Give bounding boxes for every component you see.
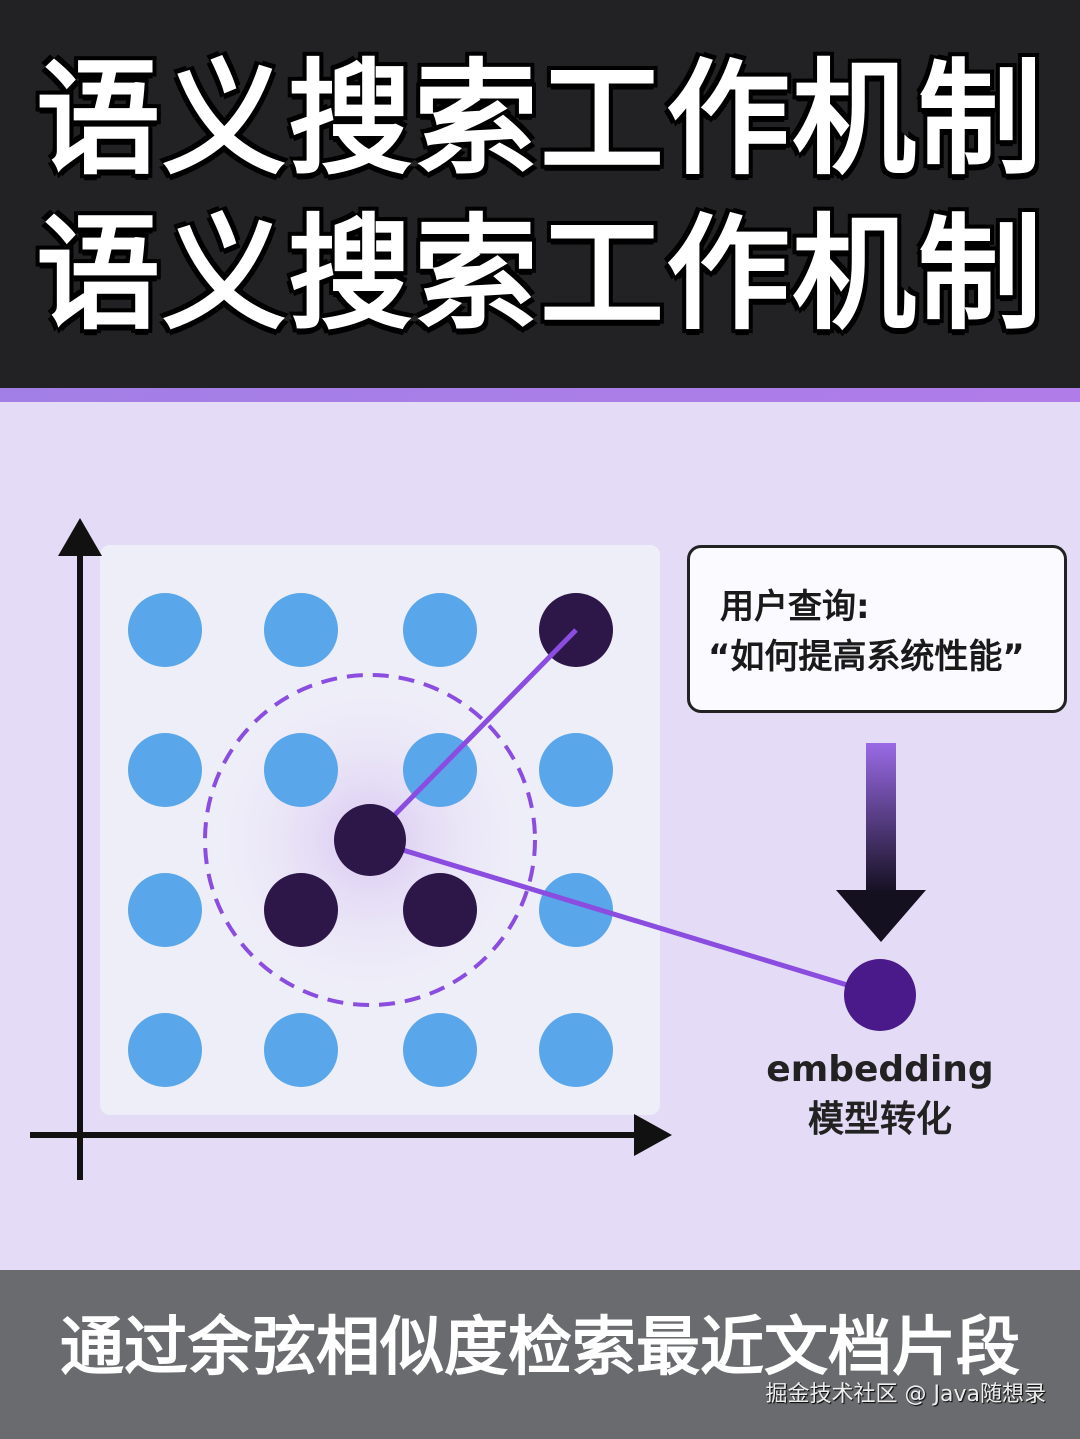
embedding-label-line1: embedding xyxy=(766,1049,994,1090)
x-axis xyxy=(30,1114,672,1156)
caption-text: 通过余弦相似度检索最近文档片段 xyxy=(60,1311,1020,1385)
document-dot xyxy=(128,1013,202,1087)
similarity-radius xyxy=(203,673,537,1007)
title-line-2: 语义搜索工作机制 xyxy=(35,203,1044,347)
document-dot xyxy=(264,733,338,807)
embedding-label: embedding 模型转化 xyxy=(760,1045,1000,1145)
user-query-box: 用户查询: “如何提高系统性能” xyxy=(687,545,1067,713)
down-arrow-icon xyxy=(836,743,926,942)
nearest-document-dot xyxy=(403,873,477,947)
embedded-query-dot xyxy=(844,959,916,1031)
y-axis xyxy=(58,518,102,1180)
accent-stripe xyxy=(0,388,1080,402)
query-vector-dot xyxy=(334,804,406,876)
embedding-line xyxy=(369,837,881,998)
query-label: 用户查询: xyxy=(720,587,870,627)
document-dot xyxy=(539,1013,613,1087)
query-text: “如何提高系统性能” xyxy=(708,637,1025,677)
nearest-document-dot xyxy=(264,873,338,947)
caption-bar xyxy=(0,1270,1080,1439)
document-dot xyxy=(264,593,338,667)
similarity-line xyxy=(368,628,578,842)
document-dot xyxy=(264,1013,338,1087)
document-dot xyxy=(539,733,613,807)
document-dot xyxy=(128,593,202,667)
title-line-1: 语义搜索工作机制 xyxy=(35,48,1044,192)
watermark: 掘金技术社区 @ Java随想录 xyxy=(765,1382,1046,1407)
document-dot xyxy=(539,873,613,947)
embedding-label-line2: 模型转化 xyxy=(807,1099,952,1140)
document-dot xyxy=(128,733,202,807)
title-banner: 语义搜索工作机制 语义搜索工作机制 xyxy=(0,0,1080,388)
document-dot xyxy=(403,593,477,667)
document-dot xyxy=(128,873,202,947)
document-dot xyxy=(403,1013,477,1087)
